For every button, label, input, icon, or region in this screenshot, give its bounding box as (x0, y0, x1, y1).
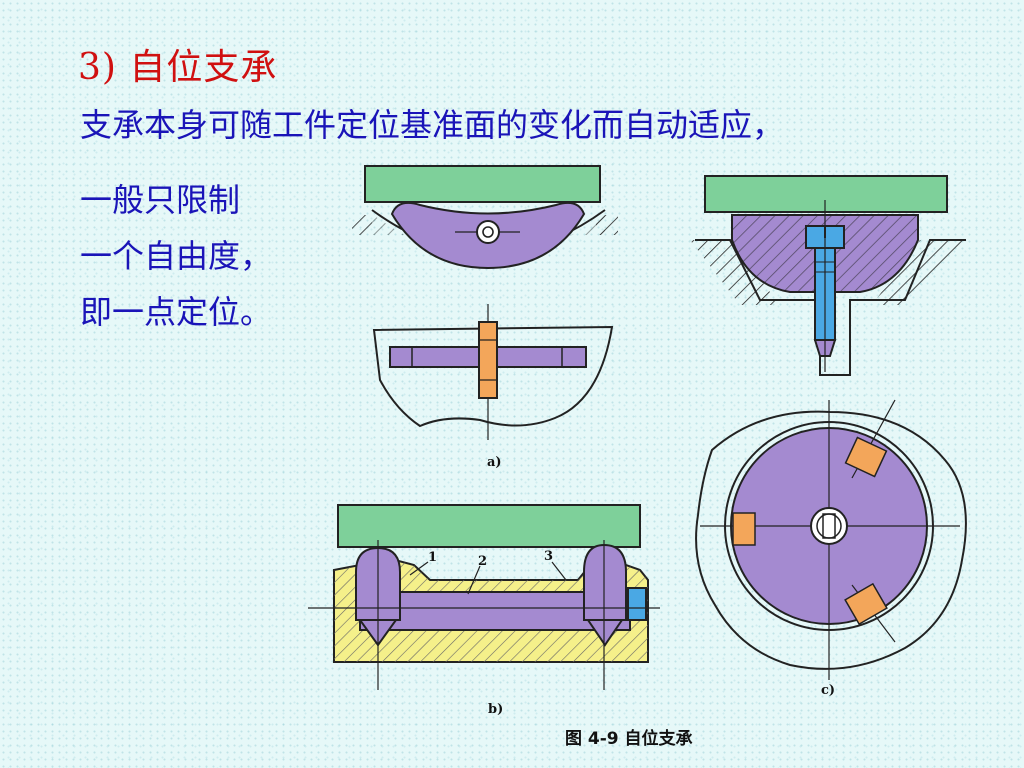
label-a: a) (487, 455, 502, 470)
figure-caption: 图 4-9 自位支承 (565, 729, 693, 749)
side-text: 一般只限制 一个自由度， 即一点定位。 (80, 172, 272, 340)
workpiece-a (364, 165, 601, 203)
side-line-3: 即一点定位。 (80, 293, 273, 331)
figure-b: 1 2 3 b) (308, 504, 660, 717)
pad-top-right (844, 436, 888, 478)
side-line-1: 一般只限制 (80, 181, 241, 219)
slide-title: 3) 自位支承 (78, 47, 278, 88)
pad-left (732, 512, 756, 546)
part-label-3: 3 (544, 549, 553, 564)
label-b: b) (488, 702, 503, 717)
plug-b (627, 587, 647, 621)
pin-a (478, 321, 498, 399)
figure-a-upper (352, 165, 618, 270)
part-label-1: 1 (428, 550, 437, 565)
workpiece-c (704, 175, 948, 213)
figure-c-lower: c) (695, 399, 967, 698)
label-c: c) (821, 683, 835, 698)
side-line-2: 一个自由度， (80, 237, 273, 275)
figure-a-lower: a) (372, 304, 614, 470)
workpiece-b (337, 504, 641, 548)
figure-c-upper (690, 175, 966, 376)
part-label-2: 2 (478, 554, 487, 569)
pad-bottom-right (844, 582, 888, 626)
pin-right-b (583, 543, 627, 621)
description-text: 支承本身可随工件定位基准面的变化而自动适应， (80, 106, 785, 144)
